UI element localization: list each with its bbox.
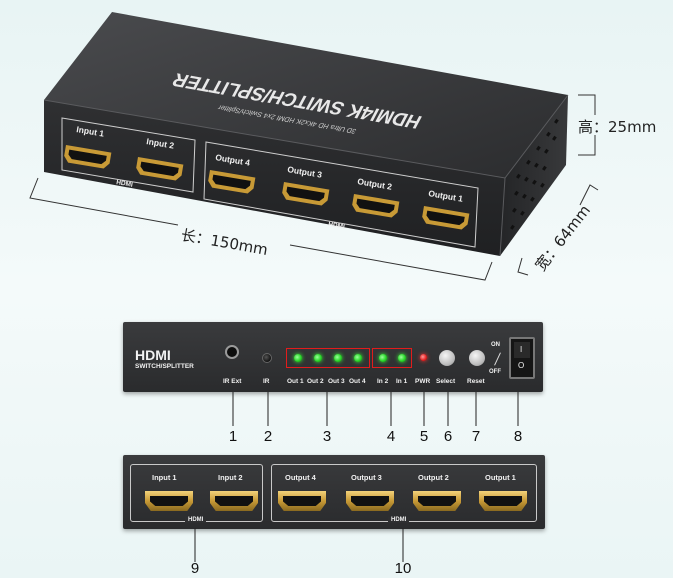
label-reset: Reset [467,378,485,385]
rear-hdmi-input-2[interactable] [210,491,258,511]
rear-hdmi-output-1[interactable] [479,491,527,511]
callout-7: 7 [471,428,481,445]
front-callout-lines [232,392,519,426]
led-out-4 [354,354,362,362]
led-power [420,354,427,361]
label-pwr: PWR [415,378,431,385]
input-led-group [372,348,412,368]
label-out-2: Out 2 [307,378,324,385]
rear-panel: Input 1 Input 2 HDMI Output 4 Output 3 O… [123,455,545,529]
device-3d-illustration: HDMI4K SWITCH/SPLITTER 3D Ultra HD 4Kx2K… [29,12,599,281]
rear-label-input-1: Input 1 [152,473,177,482]
rear-label-input-2: Input 2 [218,473,243,482]
label-in-2: In 2 [377,378,389,385]
device-label-input-2: Input 2 [146,136,175,151]
ir-sensor [262,353,272,363]
rear-hdmi-output-4[interactable] [278,491,326,511]
label-select: Select [436,378,456,385]
vent-slots [510,118,559,230]
on-off-slash [494,352,501,366]
device-hdmi-ports [64,145,470,230]
power-rocker-switch[interactable]: I O [509,337,535,379]
callout-5: 5 [419,428,429,445]
callout-10: 10 [394,560,412,577]
label-on: ON [491,342,500,348]
power-switch-top [514,342,530,358]
led-in-1 [398,354,406,362]
led-out-3 [334,354,342,362]
rear-callout-lines [194,528,404,562]
rear-label-output-1: Output 1 [485,473,516,482]
callout-4: 4 [386,428,396,445]
label-in-1: In 1 [396,378,408,385]
output-led-group [286,348,370,368]
switch-off-mark: O [518,361,525,370]
device-input-frame [61,117,196,193]
rear-hdmi-output-2[interactable] [413,491,461,511]
callout-8: 8 [513,428,523,445]
led-in-2 [379,354,387,362]
label-off: OFF [489,369,501,375]
device-label-hdmi-outputs: HDMI [328,221,346,231]
ir-label: IR [263,378,270,385]
label-out-3: Out 3 [328,378,345,385]
front-panel-subtitle: SWITCH/SPLITTER [135,363,194,370]
front-panel-title: HDMI [135,347,171,363]
callout-2: 2 [263,428,273,445]
reset-button[interactable] [469,350,485,366]
rear-label-output-2: Output 2 [418,473,449,482]
ir-ext-label: IR Ext [223,378,242,385]
rear-hdmi-output-3[interactable] [346,491,394,511]
dimension-lines [29,94,599,281]
front-panel: HDMI SWITCH/SPLITTER IR Ext IR Out 1 Out… [123,322,543,392]
callout-1: 1 [228,428,238,445]
label-out-1: Out 1 [287,378,304,385]
dimension-height: 高：25mm [578,118,657,136]
device-label-input-1: Input 1 [76,124,105,139]
device-output-frame [203,141,479,248]
callout-6: 6 [443,428,453,445]
device-top-face [44,12,568,178]
rear-label-hdmi-inputs: HDMI [185,517,207,523]
rear-label-hdmi-outputs: HDMI [388,517,410,523]
led-out-1 [294,354,302,362]
callout-9: 9 [190,560,200,577]
switch-on-mark: I [520,345,523,354]
rear-label-output-4: Output 4 [285,473,316,482]
select-button[interactable] [439,350,455,366]
device-side-face [500,95,568,256]
rear-hdmi-input-1[interactable] [145,491,193,511]
label-out-4: Out 4 [349,378,366,385]
ir-ext-jack[interactable] [225,345,239,359]
callout-3: 3 [322,428,332,445]
led-out-2 [314,354,322,362]
device-label-hdmi-inputs: HDMI [116,179,134,189]
rear-label-output-3: Output 3 [351,473,382,482]
